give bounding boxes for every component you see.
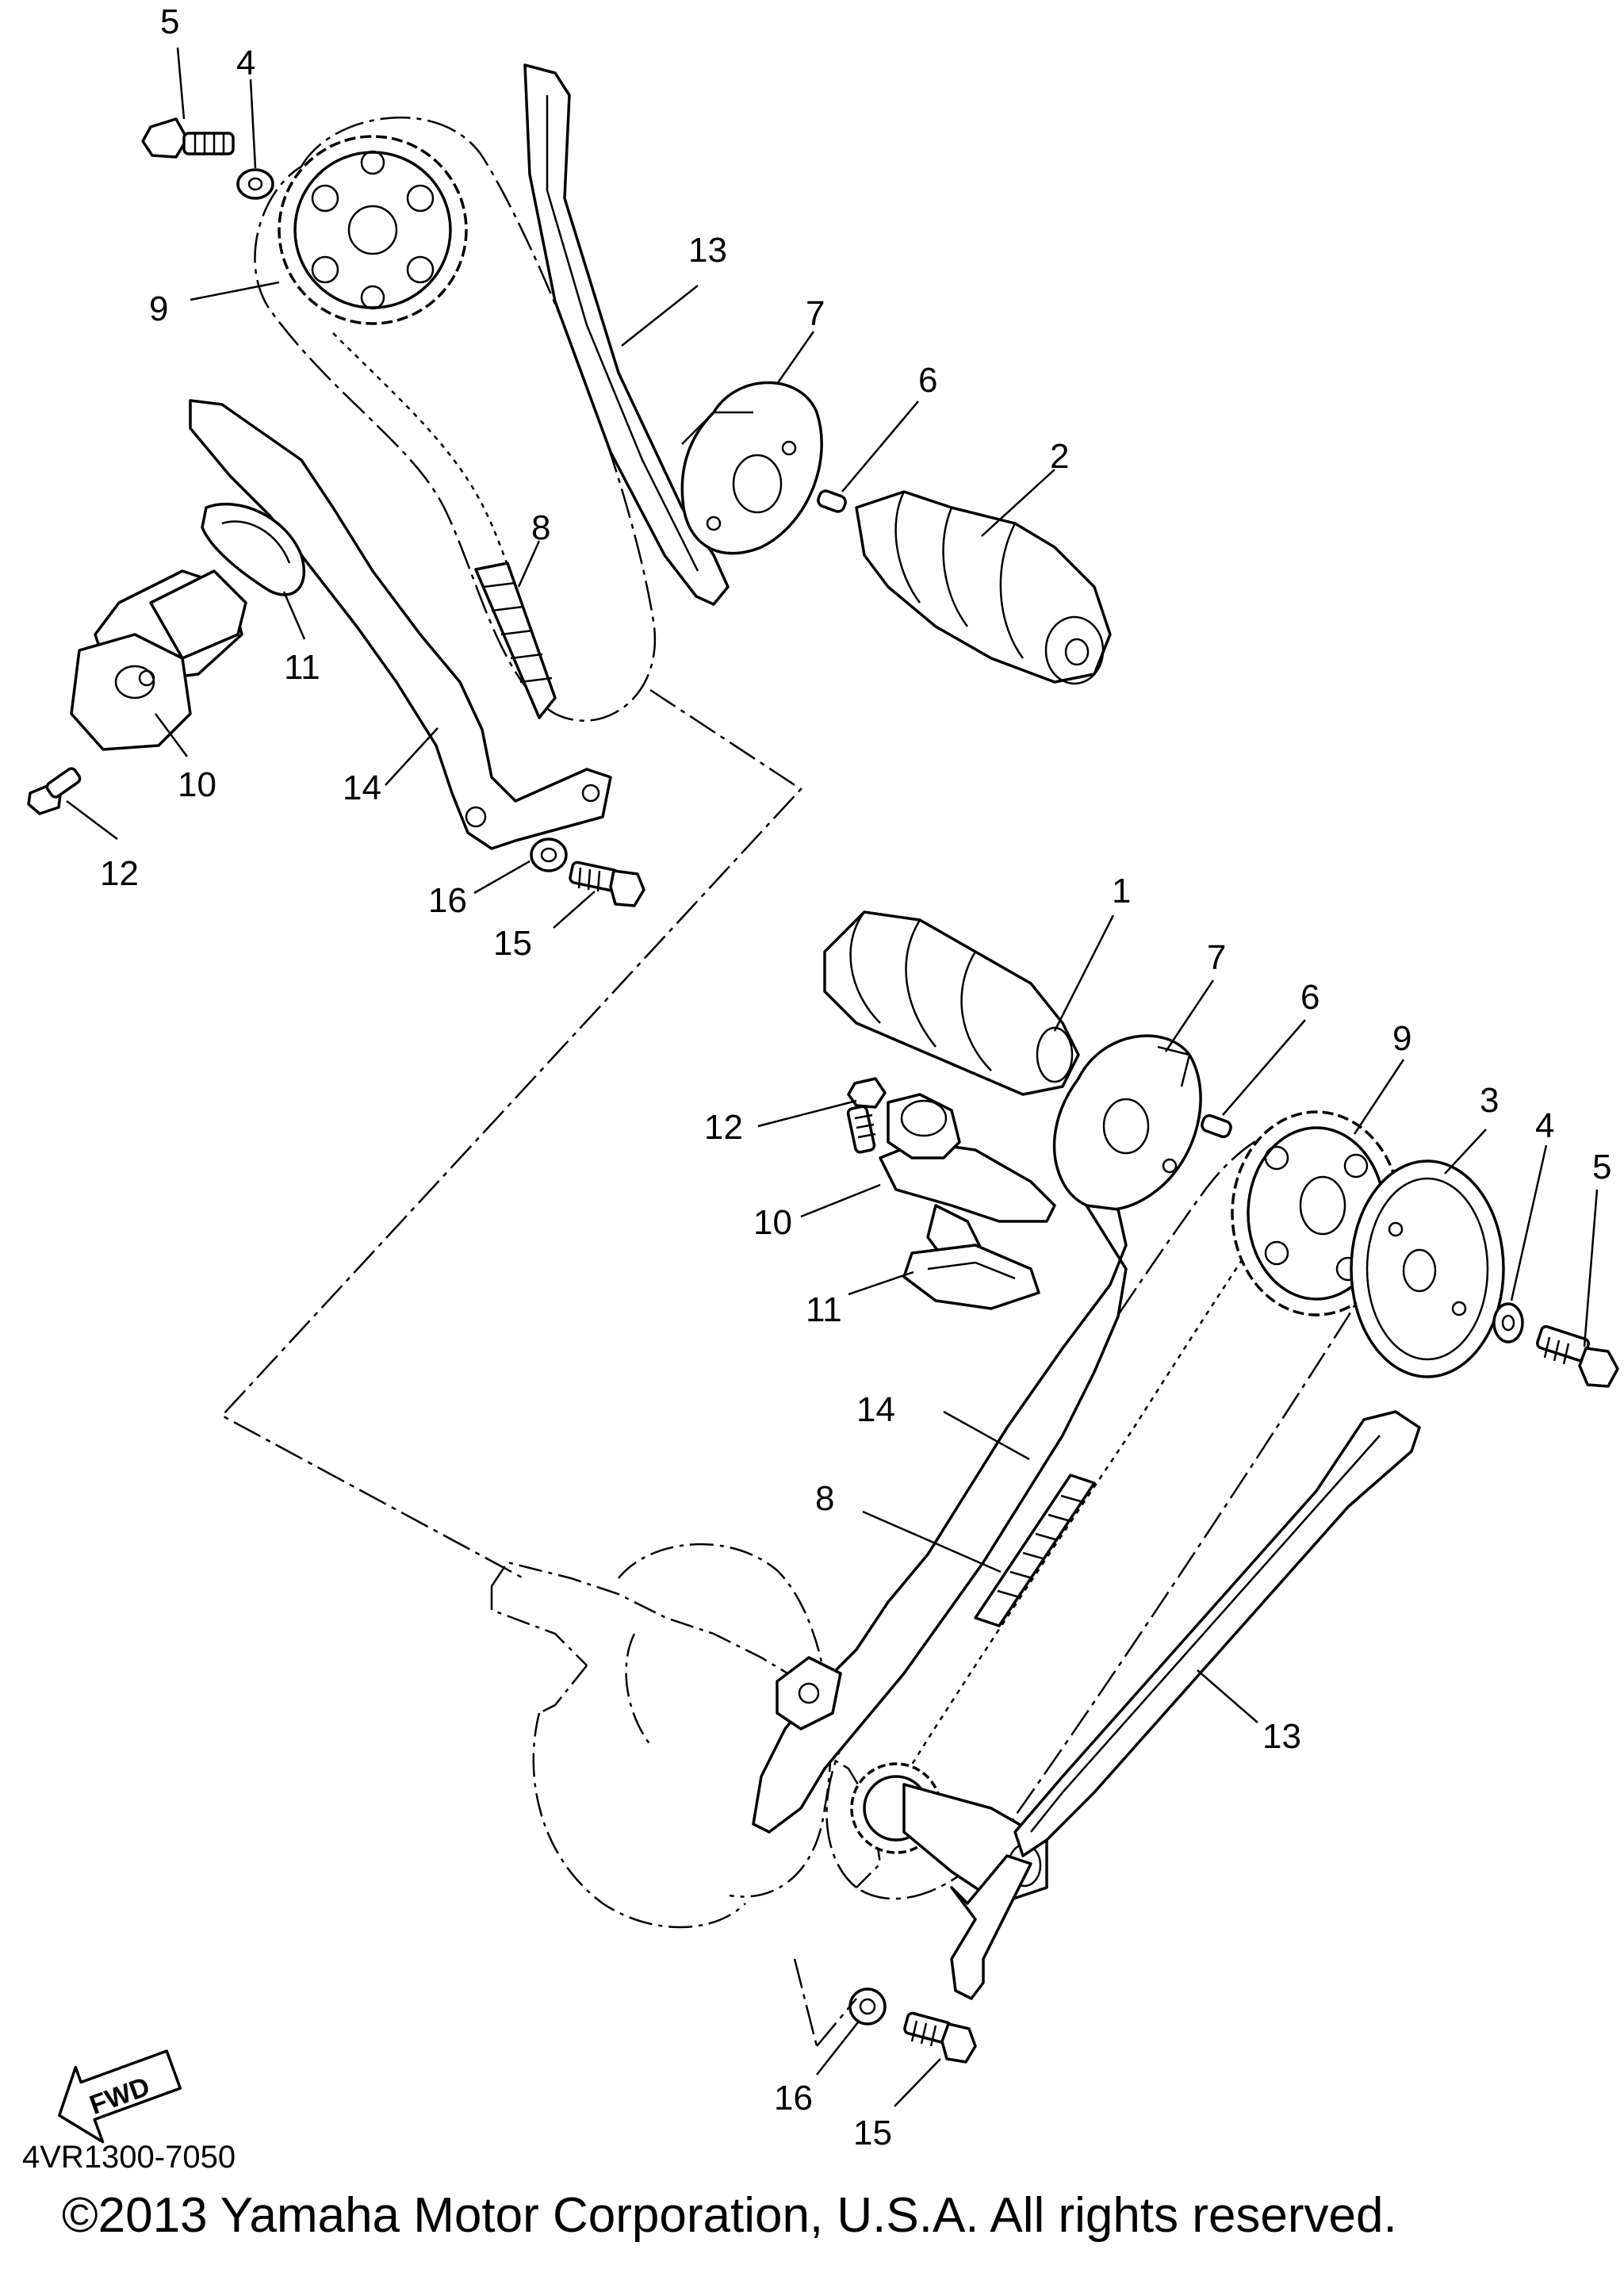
callout-lower-3: 3: [1480, 1081, 1499, 1120]
lower-chain-guide: [1013, 1410, 1421, 1857]
lower-timing-chain-links: [974, 1474, 1096, 1627]
callout-lower-11: 11: [806, 1290, 842, 1329]
callout-lower-1: 1: [1112, 872, 1131, 910]
figure-code: 4VR1300-7050: [22, 2140, 236, 2175]
lower-tensioner-guide: [752, 1204, 1128, 1834]
assembly-link-phantom-line: [220, 688, 802, 1580]
upper-timing-chain-links: [474, 562, 557, 719]
lower-camshaft: [823, 910, 1080, 1096]
callout-lower-12: 12: [704, 1108, 743, 1147]
callout-lower-6: 6: [1300, 978, 1320, 1017]
callout-lower-16: 16: [774, 2079, 813, 2118]
lower-dowel-pin: [1201, 1113, 1232, 1139]
lower-chain-tensioner: [879, 1093, 1056, 1286]
leader-lines: [66, 47, 1599, 2107]
callout-lower-5: 5: [1592, 1148, 1611, 1186]
upper-dowel-pin: [817, 489, 847, 513]
upper-decomp-disc: [680, 381, 823, 555]
callout-numbers-upper: 5 4 9 13 7 6 2 8 11 10 12 14 16 15: [100, 2, 1069, 963]
lower-bolt-install-line: [793, 1958, 857, 2047]
lower-washer: [1492, 1302, 1524, 1343]
lower-chain-guide-rib: [1030, 1435, 1381, 1833]
lower-sprocket-bolt: [1536, 1324, 1619, 1388]
upper-chain-loop-outline: [254, 116, 657, 722]
upper-tensioner-gasket: [201, 503, 306, 596]
lower-decomp-disc: [1052, 1034, 1202, 1212]
upper-tensioner-bolt: [27, 767, 82, 815]
upper-chain-tensioner: [70, 569, 247, 751]
callout-upper-7: 7: [806, 294, 825, 333]
callout-lower-14: 14: [856, 1390, 895, 1429]
lower-guide-bolt: [903, 2011, 977, 2064]
upper-cam-sprocket: [278, 135, 468, 325]
callout-upper-13: 13: [688, 231, 727, 270]
crank-web-bracket: [950, 1854, 1032, 2000]
upper-chain-guide-rib: [546, 95, 699, 572]
lower-guide-pivot: [776, 1656, 842, 1730]
upper-tensioner-guide: [189, 399, 612, 850]
lower-guide-washer: [848, 1987, 887, 2026]
callout-upper-16: 16: [428, 881, 467, 920]
upper-sprocket-bolt: [141, 117, 235, 159]
callout-upper-5: 5: [160, 2, 179, 41]
upper-guide-bolt: [569, 860, 645, 907]
upper-chain-guide: [523, 63, 730, 606]
upper-guide-pivot-hole: [465, 806, 487, 828]
callout-upper-11: 11: [284, 648, 320, 687]
upper-washer: [236, 168, 274, 200]
copyright-notice: ©2013 Yamaha Motor Corporation, U.S.A. A…: [62, 2188, 1397, 2243]
fwd-arrow: FWD: [58, 2049, 182, 2144]
callout-lower-13: 13: [1262, 1717, 1301, 1756]
callout-upper-4: 4: [236, 44, 255, 82]
lower-sprocket-plate: [1350, 1159, 1505, 1378]
callout-upper-10: 10: [178, 765, 216, 804]
callout-lower-15: 15: [853, 2114, 892, 2152]
callout-lower-9: 9: [1392, 1019, 1411, 1058]
callout-lower-8: 8: [815, 1479, 834, 1518]
callout-upper-14: 14: [343, 768, 381, 807]
lower-tensioner-bolt: [846, 1077, 887, 1154]
upper-chain-inner-line: [332, 332, 549, 675]
callout-upper-12: 12: [100, 854, 139, 893]
callout-lower-10: 10: [753, 1203, 792, 1242]
callout-upper-15: 15: [493, 924, 532, 963]
lower-chain-inner-line: [879, 1173, 1302, 1817]
upper-camshaft: [855, 490, 1112, 685]
callout-upper-9: 9: [149, 289, 168, 328]
callout-upper-8: 8: [531, 508, 550, 547]
callout-upper-6: 6: [918, 361, 937, 400]
callout-lower-7: 7: [1207, 938, 1226, 977]
callout-numbers-lower: 1 7 6 9 3 4 5 12 10 11 14 8 13 16 15: [704, 872, 1611, 2152]
callout-upper-2: 2: [1050, 437, 1069, 476]
upper-guide-washer: [530, 837, 568, 872]
callout-lower-4: 4: [1535, 1106, 1554, 1145]
lower-tensioner-gasket: [902, 1244, 1040, 1310]
